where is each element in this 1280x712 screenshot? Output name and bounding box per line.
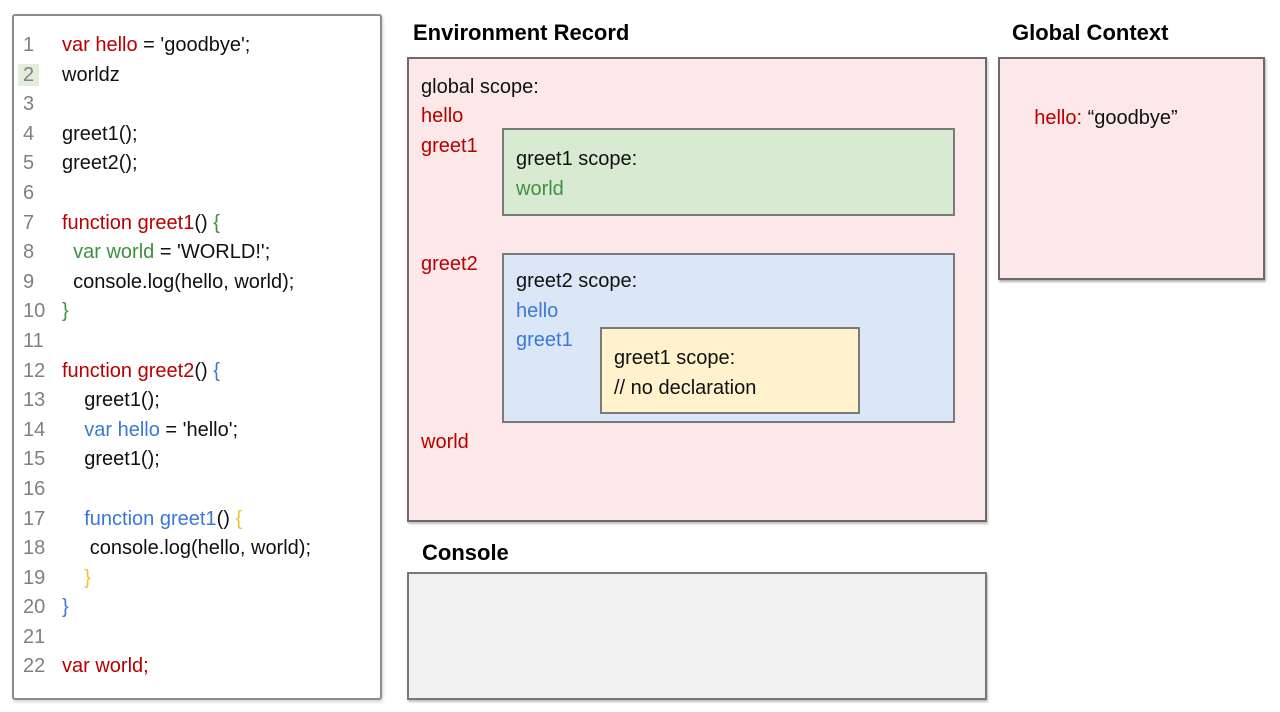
code-line: 18 console.log(hello, world); [14,534,380,564]
code-text: } [62,300,69,323]
console-title: Console [422,540,509,565]
line-number: 4 [23,122,35,145]
inner-greet1-scope-comment: // no declaration [614,377,757,399]
global-scope-label: global scope: [421,76,539,98]
code-text: greet1(); [62,389,160,412]
code-text: function greet1() { [62,211,220,234]
environment-record-title: Environment Record [413,20,630,45]
greet1-scope-label: greet1 scope: [516,148,638,170]
greet2-scope-entry-hello: hello [516,300,559,322]
code-line: 7 function greet1() { [14,209,380,239]
code-editor-panel: 1 var hello = 'goodbye'; 2 worldz 3 4 greet1()… [12,14,382,700]
greet1-scope-entry-world: world [516,178,564,200]
console-output-box [407,572,987,700]
global-context-entry-key: hello: [1034,107,1083,129]
line-number: 21 [23,625,46,648]
code-line: 13 greet1(); [14,386,380,416]
code-line: 16 [14,475,380,505]
line-number: 13 [23,389,46,412]
code-text: console.log(hello, world); [62,537,312,560]
line-number: 12 [23,359,46,382]
code-text: greet2(); [62,152,138,175]
code-line: 8 var world = 'WORLD!'; [14,238,380,268]
code-line: 17 function greet1() { [14,505,380,535]
code-line: 9 console.log(hello, world); [14,268,380,298]
code-line: 14 var hello = 'hello'; [14,416,380,446]
code-text: var hello = 'hello'; [84,418,239,441]
line-number: 9 [23,270,35,293]
code-line: 15 greet1(); [14,445,380,475]
line-number: 1 [23,34,35,56]
global-scope-entry-greet2: greet2 [421,253,478,275]
line-number: 10 [23,300,46,323]
code-text: greet1(); [62,122,138,145]
greet1-scope-box: greet1 scope: world [502,128,955,216]
code-text: var world; [62,655,149,678]
line-number: 6 [23,181,35,204]
line-number: 3 [23,93,35,116]
line-number: 20 [23,596,46,619]
line-number: 19 [23,566,46,589]
global-scope-entry-greet1: greet1 [421,135,478,157]
code-line: 22 var world; [14,652,380,682]
current-line-highlight: 2 [18,63,40,86]
line-number: 8 [23,241,35,264]
line-number: 17 [23,507,46,530]
global-context-title: Global Context [1012,20,1169,45]
line-number: 18 [23,537,46,560]
code-text: var hello = 'goodbye'; [62,34,251,56]
code-text: } [84,566,91,589]
code-text: function greet2() { [62,359,220,382]
global-scope-entry-hello: hello [421,105,464,127]
greet2-scope-label: greet2 scope: [516,270,638,292]
code-text: var world = 'WORLD!'; [73,241,271,264]
inner-greet1-scope-label: greet1 scope: [614,347,736,369]
code-text: worldz [62,63,120,86]
greet2-scope-box: greet2 scope: hello greet1 greet1 scope:… [502,253,955,423]
code-line: 21 [14,623,380,653]
global-context-box: hello: “goodbye” [998,57,1265,280]
code-line: 1 var hello = 'goodbye'; [14,31,380,61]
line-number: 5 [23,152,35,175]
line-number: 15 [23,448,46,471]
code-line: 19 } [14,564,380,594]
code-line: 11 [14,327,380,357]
global-context-entry: hello: “goodbye” [1012,73,1178,163]
code-text: function greet1() { [84,507,243,530]
line-number: 11 [23,329,44,352]
inner-greet1-scope-box: greet1 scope: // no declaration [600,327,860,414]
global-scope-entry-world: world [421,431,469,453]
global-context-entry-value: “goodbye” [1082,107,1178,129]
code-line: 3 [14,90,380,120]
code-line: 10} [14,297,380,327]
line-number: 22 [23,655,46,678]
code-line: 4 greet1(); [14,120,380,150]
code-lines: 1 var hello = 'goodbye'; 2 worldz 3 4 greet1()… [14,31,380,682]
greet2-scope-entry-greet1: greet1 [516,329,573,351]
code-text: } [62,596,69,619]
code-line: 20} [14,593,380,623]
code-text: greet1(); [62,448,160,471]
code-line: 2 worldz [14,61,380,91]
global-scope-box: global scope: hello greet1 greet1 scope:… [407,57,987,522]
line-number: 14 [23,418,46,441]
code-line: 12 function greet2() { [14,357,380,387]
code-line: 6 [14,179,380,209]
line-number: 2 [14,61,62,91]
line-number: 16 [23,477,46,500]
code-text: console.log(hello, world); [62,270,295,293]
code-line: 5 greet2(); [14,149,380,179]
line-number: 7 [23,211,35,234]
